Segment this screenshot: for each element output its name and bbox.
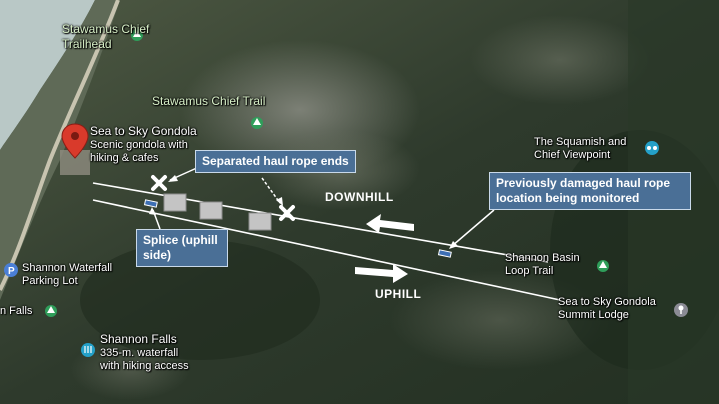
tower-icon [199, 201, 223, 220]
callout-splice: Splice (uphill side) [136, 229, 228, 267]
label-shannon-falls-desc: 335-m. waterfall with hiking access [100, 347, 189, 372]
label-shannon-basin[interactable]: Shannon Basin Loop Trail [505, 252, 580, 277]
label-shannon-parking[interactable]: Shannon Waterfall Parking Lot [22, 262, 113, 287]
waterfall-icon [81, 343, 95, 357]
label-squamish-viewpoint[interactable]: The Squamish and Chief Viewpoint [534, 136, 627, 161]
park-icon [45, 305, 57, 317]
park-icon [131, 29, 143, 41]
break-x-icon [151, 175, 167, 191]
label-sea-to-sky-desc: Scenic gondola with hiking & cafes [90, 139, 188, 164]
viewpoint-icon [645, 141, 659, 155]
tower-icon [163, 193, 187, 212]
haul-rope-uphill [92, 199, 561, 301]
uphill-label: UPHILL [375, 287, 422, 301]
park-icon [251, 117, 263, 129]
callout-damaged-location: Previously damaged haul rope location be… [489, 172, 691, 210]
downhill-arrow-icon [366, 214, 414, 233]
label-falls-partial: n Falls [0, 305, 33, 317]
label-summit-lodge[interactable]: Sea to Sky Gondola Summit Lodge [558, 296, 656, 321]
downhill-label: DOWNHILL [325, 190, 394, 204]
callout-separated-ends: Separated haul rope ends [195, 150, 356, 173]
break-x-icon [279, 205, 295, 221]
label-stawamus-trailhead[interactable]: Stawamus Chief Trailhead [62, 22, 150, 51]
svg-text:P: P [8, 266, 15, 277]
lodge-icon [674, 303, 688, 317]
splice-marker-icon [437, 249, 452, 258]
highway [0, 0, 120, 291]
label-stawamus-trail[interactable]: Stawamus Chief Trail [152, 94, 266, 108]
label-shannon-falls[interactable]: Shannon Falls [100, 332, 177, 346]
park-icon [597, 260, 609, 272]
uphill-arrow-icon [355, 264, 408, 283]
label-sea-to-sky-gondola[interactable]: Sea to Sky Gondola [90, 124, 197, 138]
tower-icon [248, 212, 272, 231]
parking-icon: P [4, 263, 18, 277]
location-pin-icon [61, 123, 89, 159]
splice-marker-icon [143, 199, 158, 208]
water-area [0, 0, 95, 150]
